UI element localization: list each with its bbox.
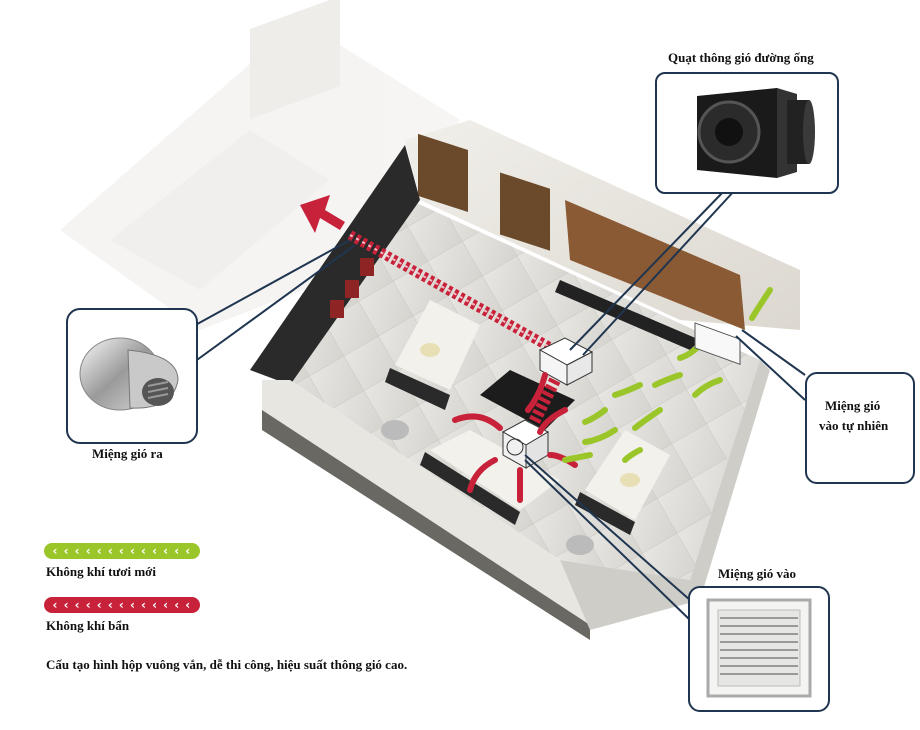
legend-fresh-air-bar: ‹‹‹‹‹‹‹‹‹‹‹‹‹ xyxy=(44,543,200,559)
legend-dirty-air-bar: ‹‹‹‹‹‹‹‹‹‹‹‹‹ xyxy=(44,597,200,613)
fresh-air-arrows xyxy=(562,287,773,463)
rug-right xyxy=(566,535,594,555)
legend-fresh-air-label: Không khí tươi mới xyxy=(46,564,156,579)
wood-panel xyxy=(565,200,745,330)
exhaust-arrow xyxy=(300,195,345,233)
sofa-right xyxy=(575,430,670,535)
front-wall-face xyxy=(262,410,590,640)
natural-inlet-callout: Miệng gió vào tự nhiên xyxy=(805,372,915,484)
natural-inlet-label-2: vào tự nhiên xyxy=(819,418,889,433)
outlet-callout xyxy=(66,308,198,444)
background-kitchen xyxy=(60,0,460,330)
left-partition xyxy=(250,145,420,385)
front-wall-left xyxy=(262,380,590,630)
rug-left xyxy=(381,420,409,440)
natural-inlet-vent xyxy=(694,322,741,366)
natural-inlet-label-1: Miệng gió xyxy=(825,398,881,413)
duct-fan-callout xyxy=(655,72,839,194)
ceiling-inlet-cube xyxy=(501,419,550,469)
inlet-grille-icon xyxy=(706,598,812,698)
caption: Cấu tạo hình hộp vuông vắn, dễ thi công,… xyxy=(46,657,408,672)
duct-fan-box xyxy=(538,337,594,386)
outlet-label: Miệng gió ra xyxy=(92,446,163,461)
wall-picture-right xyxy=(500,172,550,251)
kitchen-chairs xyxy=(330,258,374,318)
callout-connectors xyxy=(189,189,806,621)
duct-fan-label: Quạt thông gió đường ống xyxy=(668,50,814,65)
dirty-air-arrows xyxy=(452,372,578,503)
tv-unit xyxy=(555,280,700,350)
sofa-left xyxy=(385,300,480,410)
inlet-label: Miệng gió vào xyxy=(718,566,796,581)
legend-dirty-air-label: Không khí bẩn xyxy=(46,618,130,633)
outlet-hood-icon xyxy=(79,337,179,411)
inlet-callout xyxy=(688,586,830,712)
front-wall-right xyxy=(560,360,770,630)
supply-duct xyxy=(524,377,561,433)
duct-fan-icon xyxy=(697,88,815,178)
wall-picture-left xyxy=(418,133,468,213)
